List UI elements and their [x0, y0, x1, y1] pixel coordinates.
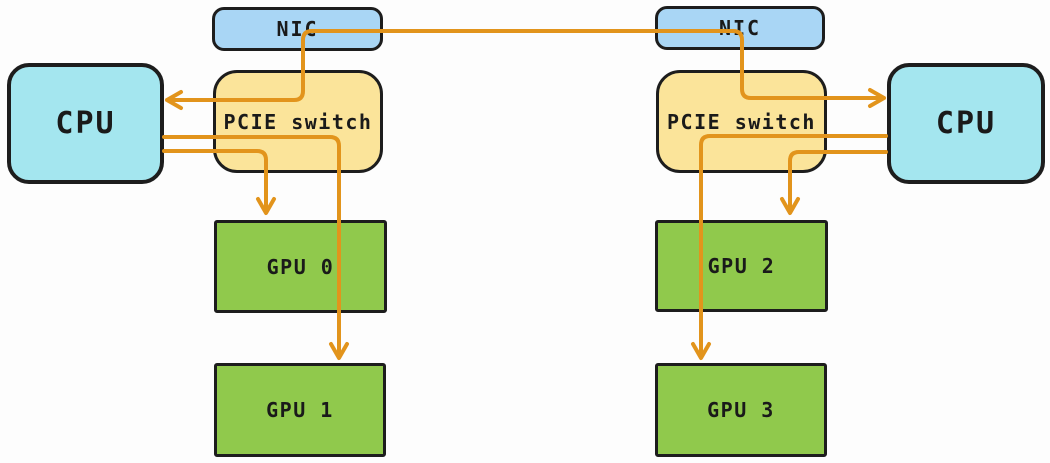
node-gpu-3: GPU 3 — [655, 363, 827, 457]
node-label: GPU 1 — [266, 398, 334, 422]
node-gpu-2: GPU 2 — [655, 220, 828, 312]
node-label: GPU 2 — [707, 254, 776, 278]
node-nic-right: NIC — [655, 6, 825, 50]
node-gpu-0: GPU 0 — [214, 220, 387, 313]
node-label: GPU 3 — [707, 398, 775, 422]
node-label: PCIE switch — [667, 109, 816, 134]
node-label: NIC — [718, 16, 762, 40]
node-nic-left: NIC — [212, 7, 383, 51]
node-cpu-left: CPU — [7, 63, 164, 184]
node-cpu-right: CPU — [887, 63, 1045, 184]
node-label: NIC — [276, 17, 319, 41]
node-label: PCIE switch — [223, 109, 373, 134]
node-label: CPU — [55, 106, 116, 141]
node-pcie-switch-left: PCIE switch — [213, 70, 383, 173]
node-gpu-1: GPU 1 — [214, 363, 386, 457]
node-label: CPU — [935, 106, 997, 141]
node-pcie-switch-right: PCIE switch — [656, 70, 827, 173]
node-label: GPU 0 — [266, 254, 335, 279]
